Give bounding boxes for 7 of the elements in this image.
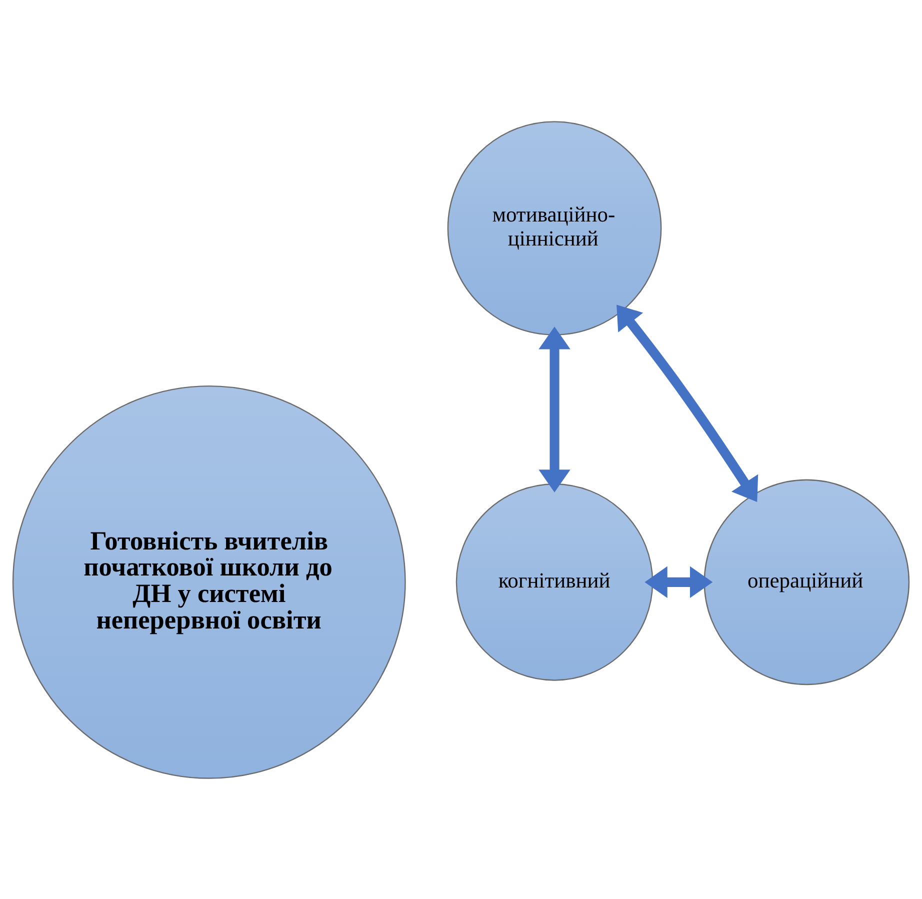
arrow: [538, 326, 570, 492]
arrow: [644, 566, 713, 598]
node-circle: Готовність вчителів початкової школи до ДН у системі неперервної освіти: [12, 384, 406, 778]
node-circle: мотиваційно-ціннісний: [447, 120, 662, 335]
arrow: [616, 304, 758, 502]
node-circle: операційний: [704, 478, 910, 685]
node-circle: когнітивний: [456, 483, 654, 680]
